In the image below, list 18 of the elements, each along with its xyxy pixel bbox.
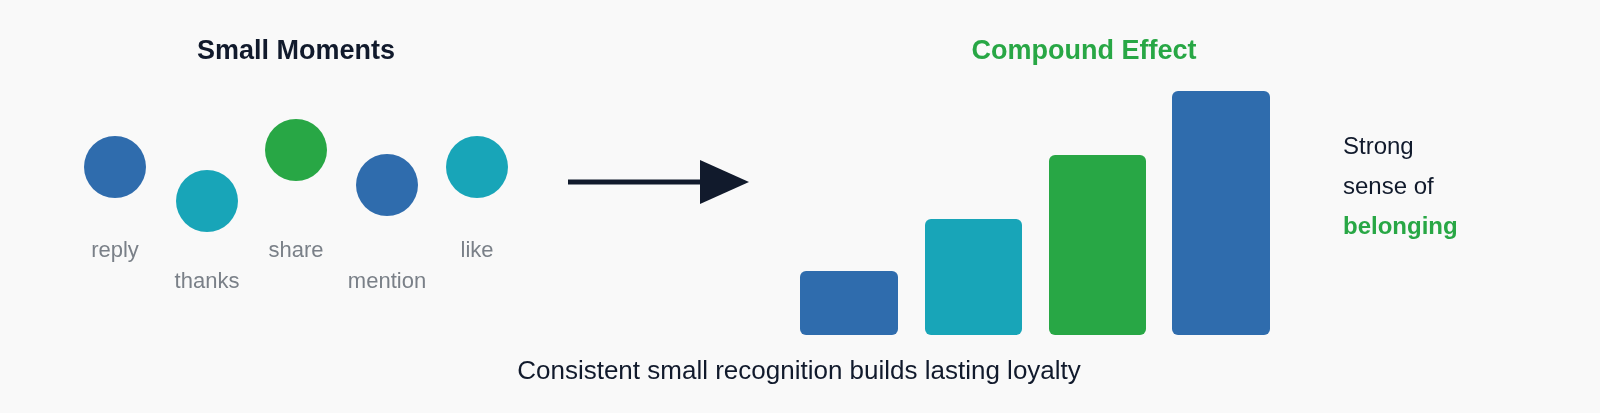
bar <box>925 219 1022 335</box>
bar <box>1049 155 1146 335</box>
caption: Consistent small recognition builds lasting loyalty <box>517 355 1081 387</box>
circle-label: reply <box>91 236 139 263</box>
circle-node <box>446 136 508 198</box>
circle-node <box>265 119 327 181</box>
circle-label: mention <box>347 267 427 294</box>
circle-label: share <box>268 236 324 263</box>
circle-node <box>356 154 418 216</box>
heading: Compound Effect <box>971 34 1197 66</box>
side-note: Strong sense of belonging <box>1343 131 1459 241</box>
circle-label: thanks <box>174 267 240 294</box>
heading: Small Moments <box>197 34 395 66</box>
circle-label: like <box>460 236 494 263</box>
circle-node <box>176 170 238 232</box>
bar <box>800 271 898 335</box>
bar <box>1172 91 1270 335</box>
circle-node <box>84 136 146 198</box>
